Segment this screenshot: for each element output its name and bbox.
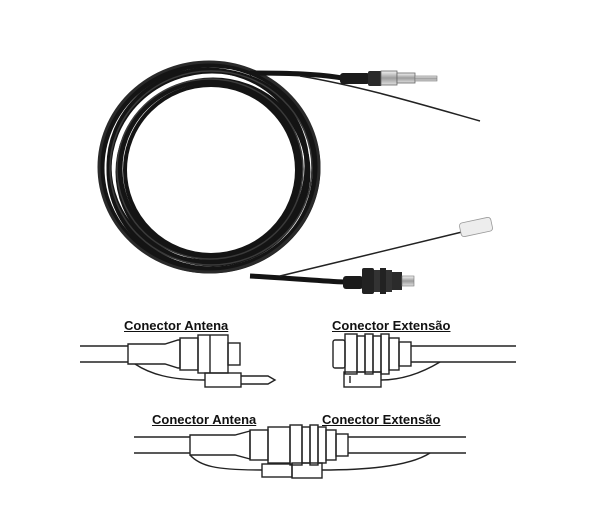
- cable-coil: [97, 60, 321, 274]
- diagram-assembly: [134, 424, 466, 479]
- ground-wire-bottom: [279, 231, 463, 277]
- label-extension-connector-top: Conector Extensão: [332, 318, 451, 333]
- cable-lead-top: [249, 70, 343, 81]
- ground-pin-photo: [459, 216, 493, 238]
- extension-socket-photo: [343, 268, 415, 294]
- ground-wire-top: [299, 75, 481, 122]
- label-antenna-connector-top: Conector Antena: [124, 318, 229, 333]
- cable-photo: [97, 60, 493, 294]
- label-antenna-connector-bottom: Conector Antena: [152, 412, 257, 427]
- diagram-extension-connector: [332, 333, 516, 388]
- antenna-plug-photo: [340, 70, 438, 86]
- diagram-antenna-connector: [80, 334, 277, 388]
- label-extension-connector-bottom: Conector Extensão: [322, 412, 441, 427]
- cable-lead-bottom: [249, 273, 346, 285]
